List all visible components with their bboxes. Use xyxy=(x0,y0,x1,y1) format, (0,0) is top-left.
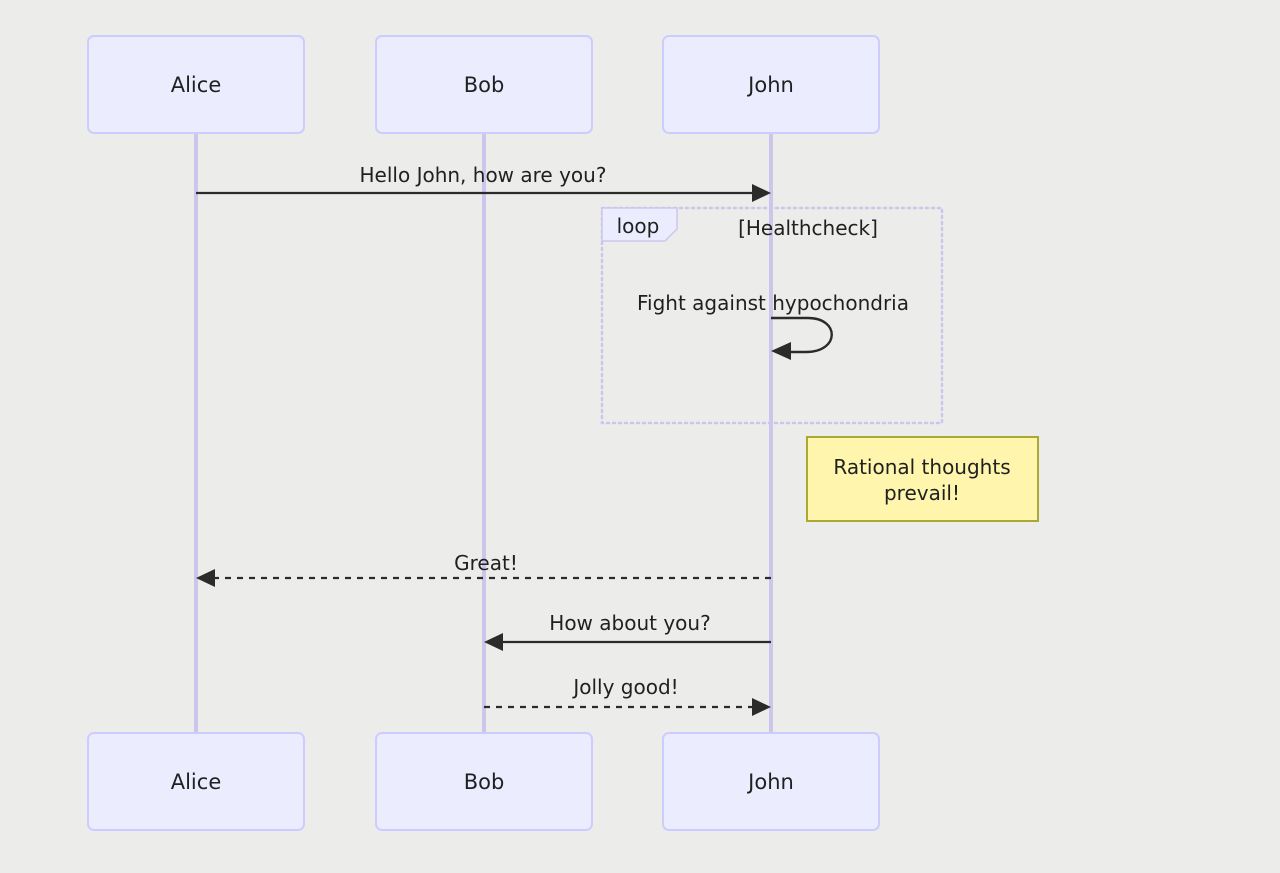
message-arrowhead-great xyxy=(196,569,215,587)
actor-rect-alice-top xyxy=(87,35,305,134)
message-how-about-you[interactable]: How about you? xyxy=(484,611,771,651)
note-line-2: prevail! xyxy=(884,481,960,505)
message-label-great: Great! xyxy=(454,551,518,575)
actor-box-john-bottom[interactable]: John xyxy=(662,732,880,831)
actor-rect-john-bottom xyxy=(662,732,880,831)
self-message-arc xyxy=(771,316,833,354)
actor-label-alice-top: Alice xyxy=(171,73,222,97)
actor-box-bob-bottom[interactable]: Bob xyxy=(375,732,593,831)
loop-badge-label: loop xyxy=(617,214,660,238)
message-label-jolly-good: Jolly good! xyxy=(571,675,678,699)
loop-frame-border xyxy=(600,206,944,425)
loop-badge-shape xyxy=(601,207,678,242)
message-label-hello-john: Hello John, how are you? xyxy=(360,163,607,187)
actor-label-bob-top: Bob xyxy=(464,73,505,97)
actor-rect-alice-bottom xyxy=(87,732,305,831)
self-message-label: Fight against hypochondria xyxy=(637,291,909,315)
message-label-how-about-you: How about you? xyxy=(549,611,710,635)
actor-label-john-bottom: John xyxy=(746,770,794,794)
lifelines-group xyxy=(194,133,773,735)
message-great[interactable]: Great! xyxy=(196,551,771,587)
message-arrowhead-jolly-good xyxy=(752,698,771,716)
actor-box-john-top[interactable]: John xyxy=(662,35,880,134)
message-arrowhead-how-about-you xyxy=(484,633,503,651)
actor-rect-bob-top xyxy=(375,35,593,134)
message-jolly-good[interactable]: Jolly good! xyxy=(484,675,771,716)
loop-fragment[interactable]: loop [Healthcheck] Fight against hypocho… xyxy=(600,206,944,425)
actor-box-alice-top[interactable]: Alice xyxy=(87,35,305,134)
note-rational-thoughts[interactable]: Rational thoughts prevail! xyxy=(806,436,1039,522)
actor-rect-bob-bottom xyxy=(375,732,593,831)
message-hello-john[interactable]: Hello John, how are you? xyxy=(196,163,771,202)
actor-rect-john-top xyxy=(662,35,880,134)
loop-title-label: [Healthcheck] xyxy=(738,216,878,240)
actor-label-bob-bottom: Bob xyxy=(464,770,505,794)
note-line-1: Rational thoughts xyxy=(833,455,1010,479)
actor-box-bob-top[interactable]: Bob xyxy=(375,35,593,134)
actor-label-john-top: John xyxy=(746,73,794,97)
actor-label-alice-bottom: Alice xyxy=(171,770,222,794)
actor-box-alice-bottom[interactable]: Alice xyxy=(87,732,305,831)
self-message-arrowhead xyxy=(771,342,791,360)
note-box xyxy=(806,436,1039,522)
message-arrowhead-hello-john xyxy=(752,184,771,202)
